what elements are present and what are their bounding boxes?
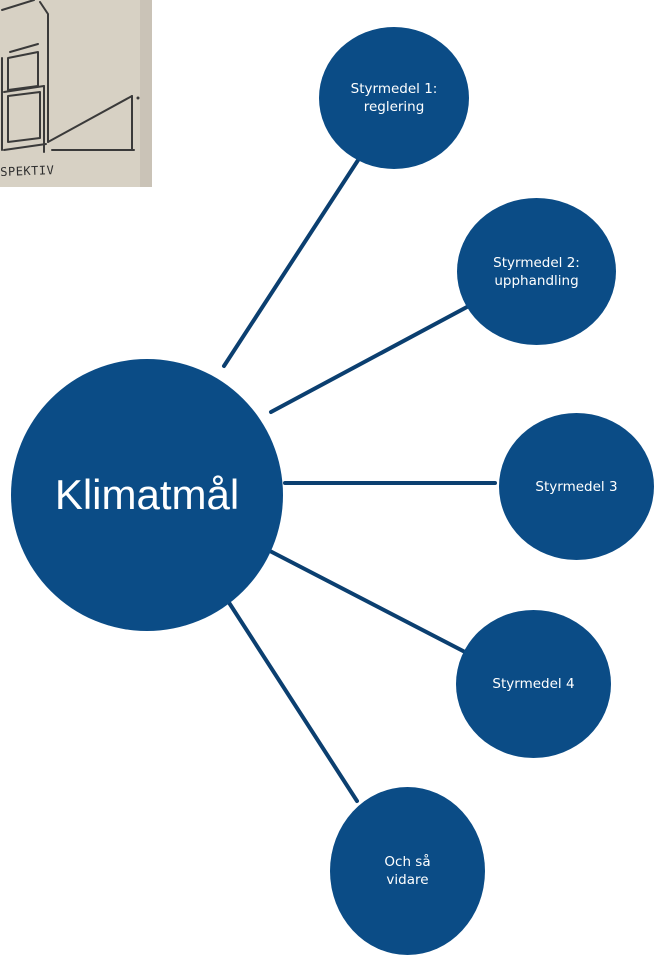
node-label: Styrmedel 4 xyxy=(492,676,575,692)
sketch-photo: SPEKTIV xyxy=(0,0,152,187)
center-node-klimatmal: Klimatmål xyxy=(11,359,283,631)
node-styrmedel-2: Styrmedel 2: upphandling xyxy=(457,198,616,345)
node-label: Styrmedel 2: upphandling xyxy=(493,254,580,289)
connector-center-node2 xyxy=(269,298,482,414)
center-node-label: Klimatmål xyxy=(54,471,240,518)
node-styrmedel-1: Styrmedel 1: reglering xyxy=(319,27,469,169)
node-styrmedel-4: Styrmedel 4 xyxy=(456,610,611,758)
connector-center-node1 xyxy=(222,149,366,368)
node-label: Och så vidare xyxy=(384,854,431,888)
connector-center-node4 xyxy=(266,548,467,654)
node-label: Styrmedel 3 xyxy=(535,478,618,495)
node-och-sa-vidare: Och så vidare xyxy=(330,787,485,955)
node-styrmedel-3: Styrmedel 3 xyxy=(499,413,654,560)
node-label: Styrmedel 1: reglering xyxy=(350,81,438,115)
connector-center-node5 xyxy=(224,596,359,803)
sketch-drawing xyxy=(0,0,152,187)
